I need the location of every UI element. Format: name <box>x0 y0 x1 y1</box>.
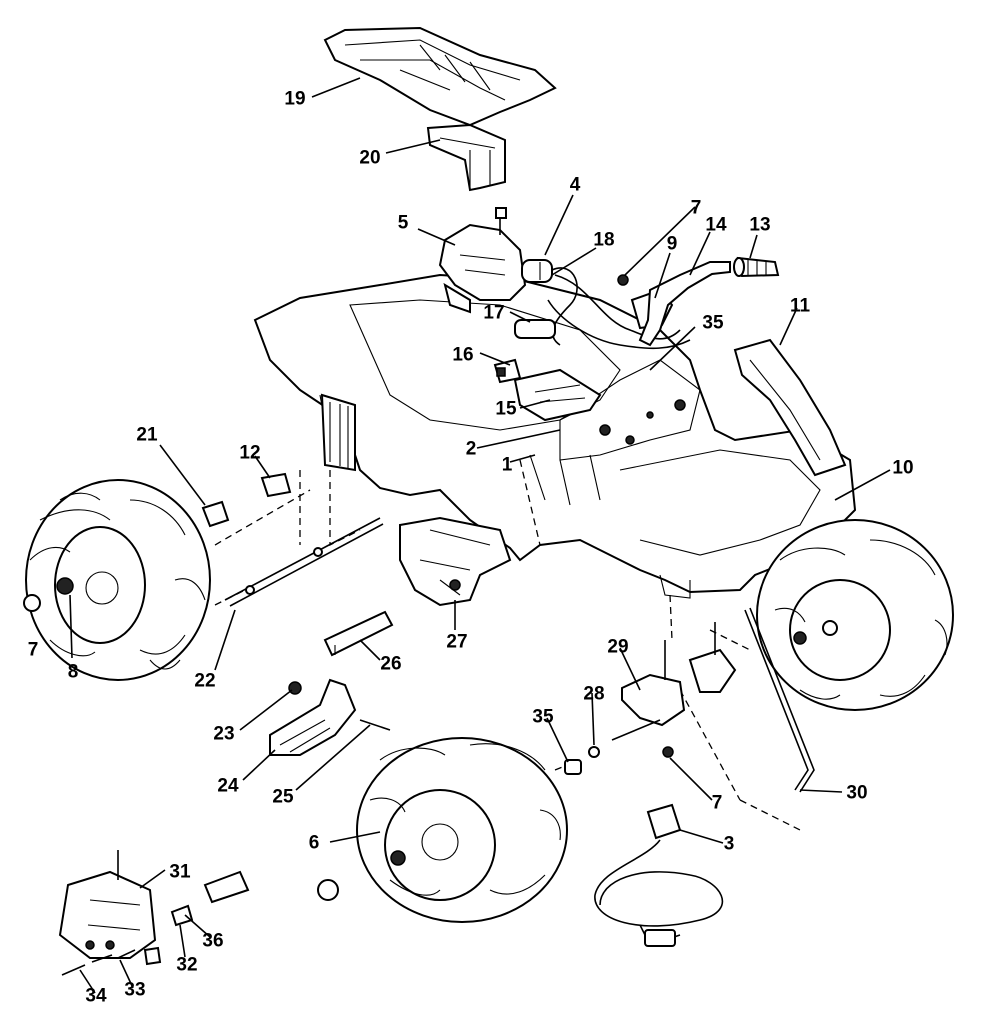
callout-27: 27 <box>446 631 468 653</box>
callout-2: 2 <box>465 438 477 460</box>
gear-rod-part <box>323 610 394 657</box>
handlebar-part <box>638 261 731 347</box>
callout-28: 28 <box>583 683 605 705</box>
callout-36: 36 <box>202 930 224 952</box>
battery-tray-part <box>513 368 602 422</box>
callout-11: 11 <box>789 295 811 317</box>
callout-18: 18 <box>593 229 615 251</box>
callout-35-bottom: 35 <box>532 706 554 728</box>
callout-14: 14 <box>705 214 727 236</box>
axle-rod-part <box>224 517 384 607</box>
callout-23: 23 <box>213 723 235 745</box>
callout-16: 16 <box>452 344 474 366</box>
motor-fittings-part <box>170 870 250 927</box>
screws-part <box>61 949 136 976</box>
charger-part <box>594 803 724 947</box>
callout-31: 31 <box>169 861 191 883</box>
front-wheel-part <box>356 737 568 923</box>
callout-17: 17 <box>483 302 505 324</box>
switch-block-part <box>201 472 292 528</box>
assembly-guide-lines <box>214 459 801 831</box>
callout-29: 29 <box>607 636 629 658</box>
callout-7-bottom: 7 <box>711 792 723 814</box>
left-wheel-part <box>25 479 211 681</box>
callout-12: 12 <box>239 442 261 464</box>
callout-25: 25 <box>272 786 294 808</box>
motor-part <box>438 207 527 314</box>
callout-10: 10 <box>892 457 914 479</box>
nut-part-top <box>617 274 629 286</box>
connector-part <box>493 319 556 384</box>
tie-rod-part <box>744 607 815 793</box>
rear-bracket-part <box>733 338 847 477</box>
callout-15: 15 <box>495 398 517 420</box>
callout-9: 9 <box>666 233 678 255</box>
nut-part-left <box>23 594 41 612</box>
callout-8: 8 <box>67 661 79 683</box>
callout-7-top: 7 <box>690 197 702 219</box>
callout-22: 22 <box>194 670 216 692</box>
callout-32: 32 <box>176 954 198 976</box>
callout-3: 3 <box>723 833 735 855</box>
callout-7-left: 7 <box>27 639 39 661</box>
callout-1: 1 <box>501 454 513 476</box>
callout-20: 20 <box>359 147 381 169</box>
callout-19: 19 <box>284 88 306 110</box>
callout-33: 33 <box>124 979 146 1001</box>
seat-bracket-part <box>426 123 506 192</box>
leader-lines <box>69 77 891 994</box>
callout-34: 34 <box>85 985 107 1007</box>
callout-4: 4 <box>569 174 581 196</box>
callout-30: 30 <box>846 782 868 804</box>
callout-13: 13 <box>749 214 771 236</box>
gearbox-part <box>399 516 512 607</box>
handlebar-grip-part <box>733 256 780 278</box>
callout-24: 24 <box>217 775 239 797</box>
seat-part <box>323 26 557 127</box>
small-gearbox-part <box>58 850 162 966</box>
callout-26: 26 <box>380 653 402 675</box>
pedal-part <box>269 678 391 756</box>
small-fittings-part <box>564 746 674 775</box>
callout-21: 21 <box>136 424 158 446</box>
right-wheel-part <box>756 519 954 711</box>
switch-part <box>521 259 553 283</box>
callout-6: 6 <box>308 832 320 854</box>
frame-panel-part <box>320 393 356 472</box>
callout-5: 5 <box>397 212 409 234</box>
steering-mount-part <box>611 622 737 741</box>
callout-35-top: 35 <box>702 312 724 334</box>
hub-cap-part <box>317 879 339 901</box>
